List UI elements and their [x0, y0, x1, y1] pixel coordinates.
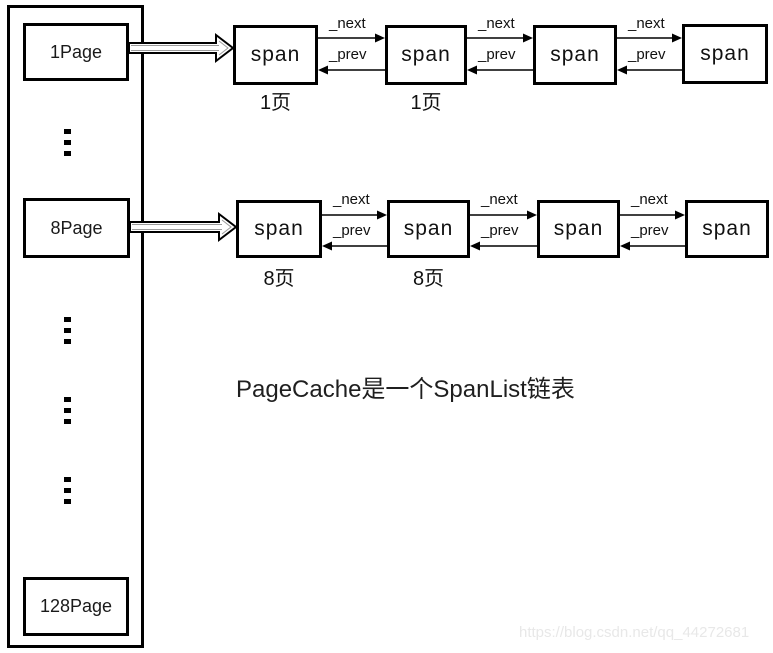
arrowhead — [527, 210, 537, 220]
prev-arrow — [322, 241, 387, 251]
prev-arrow — [617, 65, 682, 75]
span-label: span — [401, 43, 451, 66]
prev-label: _prev — [481, 222, 519, 239]
block-arrow — [128, 32, 235, 64]
span-box: span — [685, 200, 769, 258]
span-box: span — [387, 200, 470, 258]
arrowhead — [322, 241, 332, 251]
block-arrow — [129, 211, 238, 243]
bucket-128page: 128Page — [23, 577, 129, 636]
span-caption: 8页 — [412, 268, 445, 290]
ellipsis-dot — [64, 419, 71, 424]
ellipsis-dot — [64, 317, 71, 322]
arrowhead — [620, 241, 630, 251]
prev-label: _prev — [478, 46, 516, 63]
ellipsis-dot — [64, 140, 71, 145]
next-label: _next — [631, 191, 668, 208]
prev-arrow — [467, 65, 533, 75]
next-label: _next — [478, 15, 515, 32]
ellipsis-dot — [64, 151, 71, 156]
prev-arrow — [318, 65, 385, 75]
next-arrow — [620, 210, 685, 220]
arrowhead — [467, 65, 477, 75]
next-arrow — [470, 210, 537, 220]
ellipsis-dot — [64, 339, 71, 344]
vertical-ellipsis — [64, 477, 72, 510]
span-label: span — [702, 217, 752, 240]
bucket-8page: 8Page — [23, 198, 130, 258]
ellipsis-dot — [64, 397, 71, 402]
prev-label: _prev — [628, 46, 666, 63]
arrowhead — [318, 65, 328, 75]
next-label: _next — [333, 191, 370, 208]
span-box: span — [233, 25, 318, 85]
next-arrow — [322, 210, 387, 220]
span-box: span — [385, 25, 467, 85]
page-cache-panel — [7, 5, 144, 648]
next-arrow — [318, 33, 385, 43]
span-box: span — [533, 25, 617, 85]
vertical-ellipsis — [64, 129, 72, 162]
span-box: span — [537, 200, 620, 258]
arrowhead — [523, 33, 533, 43]
arrowhead — [375, 33, 385, 43]
vertical-ellipsis — [64, 397, 72, 430]
next-label: _next — [481, 191, 518, 208]
span-label: span — [250, 43, 301, 66]
prev-label: _prev — [631, 222, 669, 239]
span-caption: 1页 — [259, 92, 292, 114]
span-caption: 1页 — [410, 92, 442, 114]
prev-arrow — [470, 241, 537, 251]
span-label: span — [254, 217, 304, 240]
vertical-ellipsis — [64, 317, 72, 350]
arrowhead — [675, 210, 685, 220]
next-label: _next — [329, 15, 366, 32]
arrowhead — [470, 241, 480, 251]
arrowhead — [672, 33, 682, 43]
next-arrow — [467, 33, 533, 43]
watermark: https://blog.csdn.net/qq_44272681 — [519, 624, 750, 641]
prev-arrow — [620, 241, 685, 251]
ellipsis-dot — [64, 408, 71, 413]
prev-label: _prev — [333, 222, 371, 239]
bucket-128page-label: 128Page — [39, 596, 113, 616]
ellipsis-dot — [64, 129, 71, 134]
bucket-8page-label: 8Page — [50, 217, 103, 238]
arrowhead — [617, 65, 627, 75]
next-arrow — [617, 33, 682, 43]
span-label: span — [403, 217, 454, 240]
span-label: span — [553, 217, 604, 240]
span-label: span — [700, 42, 750, 65]
next-label: _next — [628, 15, 665, 32]
bucket-1page-label: 1Page — [49, 41, 103, 62]
span-caption: 8页 — [263, 268, 295, 290]
prev-label: _prev — [329, 46, 367, 63]
diagram-title: PageCache是一个SpanList链表 — [236, 376, 575, 403]
ellipsis-dot — [64, 328, 71, 333]
bucket-1page: 1Page — [23, 23, 129, 81]
ellipsis-dot — [64, 488, 71, 493]
span-label: span — [550, 43, 600, 66]
span-box: span — [236, 200, 322, 258]
ellipsis-dot — [64, 477, 71, 482]
span-box: span — [682, 24, 768, 84]
ellipsis-dot — [64, 499, 71, 504]
arrowhead — [377, 210, 387, 220]
